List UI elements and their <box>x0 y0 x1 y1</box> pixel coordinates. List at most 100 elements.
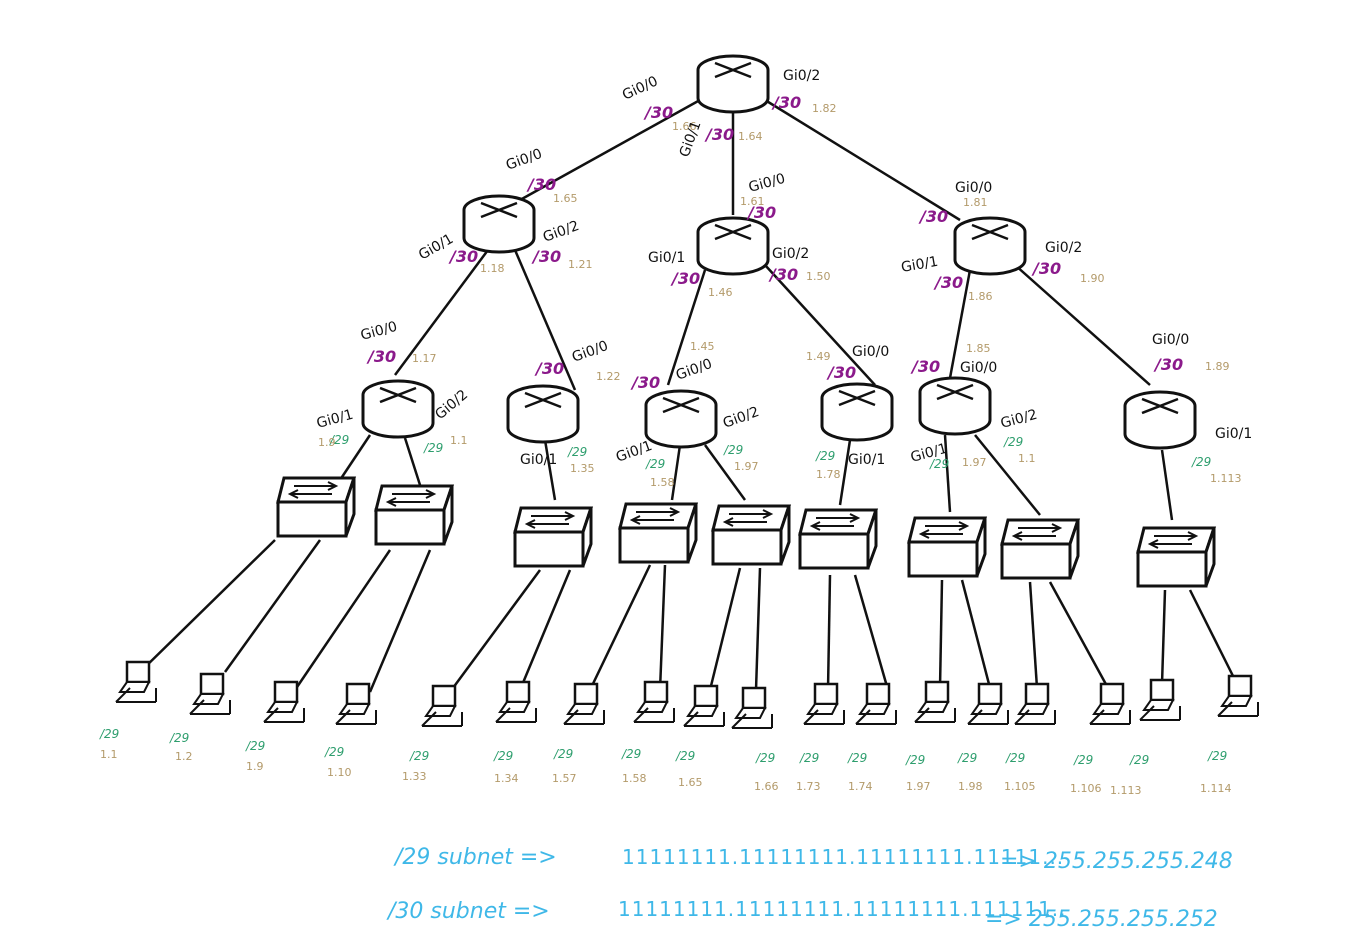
pc-8-mask: /29 <box>621 747 641 761</box>
pc-7-mask: /29 <box>553 747 573 761</box>
access-6-labels: Gi0/0 /30 1.89 Gi0/1 /29 1.113 <box>1152 332 1252 485</box>
pc-11-mask: /29 <box>799 751 819 765</box>
access-router-1 <box>361 379 435 439</box>
pc-18 <box>1216 674 1260 718</box>
pc-9-mask: /29 <box>675 749 695 763</box>
switches <box>276 476 1216 588</box>
core-mask-right: /30 <box>771 93 801 112</box>
pc-1 <box>114 660 158 704</box>
access-1-mask-a: /29 <box>329 433 349 447</box>
legend-row1-label: /29 subnet => <box>393 845 557 870</box>
access-router-3 <box>644 389 718 449</box>
dist-mid-ip-r: 1.50 <box>806 270 831 283</box>
links <box>139 98 1237 693</box>
link-pc <box>1048 581 1110 689</box>
dist-router-mid <box>696 216 770 276</box>
link-dl-a1 <box>393 249 490 376</box>
link-core-dist-right <box>764 98 961 222</box>
link-a5-s7 <box>943 434 952 513</box>
dist-left-mask-up: /30 <box>526 175 556 194</box>
pc-14-ip: 1.98 <box>958 780 983 793</box>
link-pc <box>223 539 322 673</box>
pc-17-mask: /29 <box>1129 753 1149 767</box>
access-2-ip-up: 1.22 <box>596 370 621 383</box>
access-4-labels: Gi0/0 /30 1.49 Gi0/1 /29 1.78 <box>806 344 889 481</box>
pc-17 <box>1138 678 1182 722</box>
access-6-if-up: Gi0/0 <box>1152 332 1189 348</box>
link-pc <box>938 579 944 689</box>
access-6-mask-a: /29 <box>1191 455 1211 469</box>
access-1-if-b: Gi0/2 <box>432 387 471 423</box>
access-5-if-up: Gi0/0 <box>960 360 997 376</box>
pc-5 <box>420 684 464 728</box>
link-a4-s6 <box>838 439 852 506</box>
link-a6-s9 <box>1160 449 1174 521</box>
access-3-ip-b: 1.97 <box>734 460 759 473</box>
dist-left-ip-l: 1.18 <box>480 262 505 275</box>
link-pc <box>139 539 276 673</box>
link-a5-s8 <box>974 434 1041 516</box>
access-6-ip-up: 1.89 <box>1205 360 1230 373</box>
access-2-mask-a: /29 <box>567 445 587 459</box>
pc-5-ip: 1.33 <box>402 770 427 783</box>
dist-right-ip-up: 1.81 <box>963 196 988 209</box>
pc-6 <box>494 680 538 724</box>
switch-9 <box>1136 526 1216 588</box>
pc-16 <box>1088 682 1132 726</box>
access-1-mask-b: /29 <box>423 441 443 455</box>
pc-labels: /29 1.1 /29 1.2 /29 1.9 /29 1.10 /29 1.3… <box>99 727 1232 797</box>
link-pc <box>708 567 742 691</box>
dist-right-mask-l: /30 <box>933 273 963 292</box>
core-if-left: Gi0/0 <box>620 73 661 103</box>
access-router-2 <box>506 384 580 444</box>
legend-row2-mask: => 255.255.255.252 <box>985 907 1218 932</box>
access-5-mask-a: /29 <box>929 457 949 471</box>
dist-mid-mask-r: /30 <box>768 265 798 284</box>
access-5-mask-up: /30 <box>910 357 940 376</box>
pc-2-ip: 1.2 <box>175 750 193 763</box>
pcs <box>114 660 1260 730</box>
pc-18-ip: 1.114 <box>1200 782 1232 795</box>
access-5-ip-up: 1.85 <box>966 342 991 355</box>
access-2-if-up: Gi0/0 <box>570 338 611 366</box>
pc-17-ip: 1.113 <box>1110 784 1142 797</box>
access-1-ip-up: 1.17 <box>412 352 437 365</box>
core-router <box>696 54 770 114</box>
dist-router-right <box>953 216 1027 276</box>
access-6-mask-up: /30 <box>1153 355 1183 374</box>
access-5-if-b: Gi0/2 <box>999 407 1039 432</box>
link-dl-a2 <box>513 249 577 391</box>
legend-row2-label: /30 subnet => <box>386 899 550 924</box>
dist-router-left <box>462 194 536 254</box>
pc-11 <box>802 682 846 726</box>
access-1-ip-a: 1.9 <box>318 436 336 449</box>
pc-12-mask: /29 <box>847 751 867 765</box>
pc-3 <box>262 680 306 724</box>
access-3-ip-a: 1.58 <box>650 476 675 489</box>
dist-left-mask-l: /30 <box>448 247 478 266</box>
pc-3-mask: /29 <box>245 739 265 753</box>
access-4-ip-up: 1.49 <box>806 350 831 363</box>
pc-2 <box>188 672 232 716</box>
switch-5 <box>711 504 791 566</box>
legend-row1-bits: 11111111.11111111.11111111.11111... <box>622 845 1064 869</box>
dist-right-mask-up: /30 <box>918 207 948 226</box>
access-1-if-up: Gi0/0 <box>359 319 399 344</box>
pc-8-ip: 1.58 <box>622 772 647 785</box>
pc-13 <box>913 680 957 724</box>
link-dr-a6 <box>1014 264 1151 386</box>
pc-18-mask: /29 <box>1207 749 1227 763</box>
pc-13-mask: /29 <box>905 753 925 767</box>
pc-13-ip: 1.97 <box>906 780 931 793</box>
access-3-mask-a: /29 <box>645 457 665 471</box>
pc-5-mask: /29 <box>409 749 429 763</box>
dist-mid-mask-l: /30 <box>670 269 700 288</box>
dist-right-if-up: Gi0/0 <box>955 180 992 196</box>
access-router-6 <box>1123 390 1197 450</box>
legend-row2-bits: 11111111.11111111.11111111.111111.. <box>618 897 1067 921</box>
link-pc <box>368 549 432 693</box>
link-pc <box>754 567 762 691</box>
dist-mid-if-l: Gi0/1 <box>648 250 685 266</box>
pc-16-ip: 1.106 <box>1070 782 1102 795</box>
